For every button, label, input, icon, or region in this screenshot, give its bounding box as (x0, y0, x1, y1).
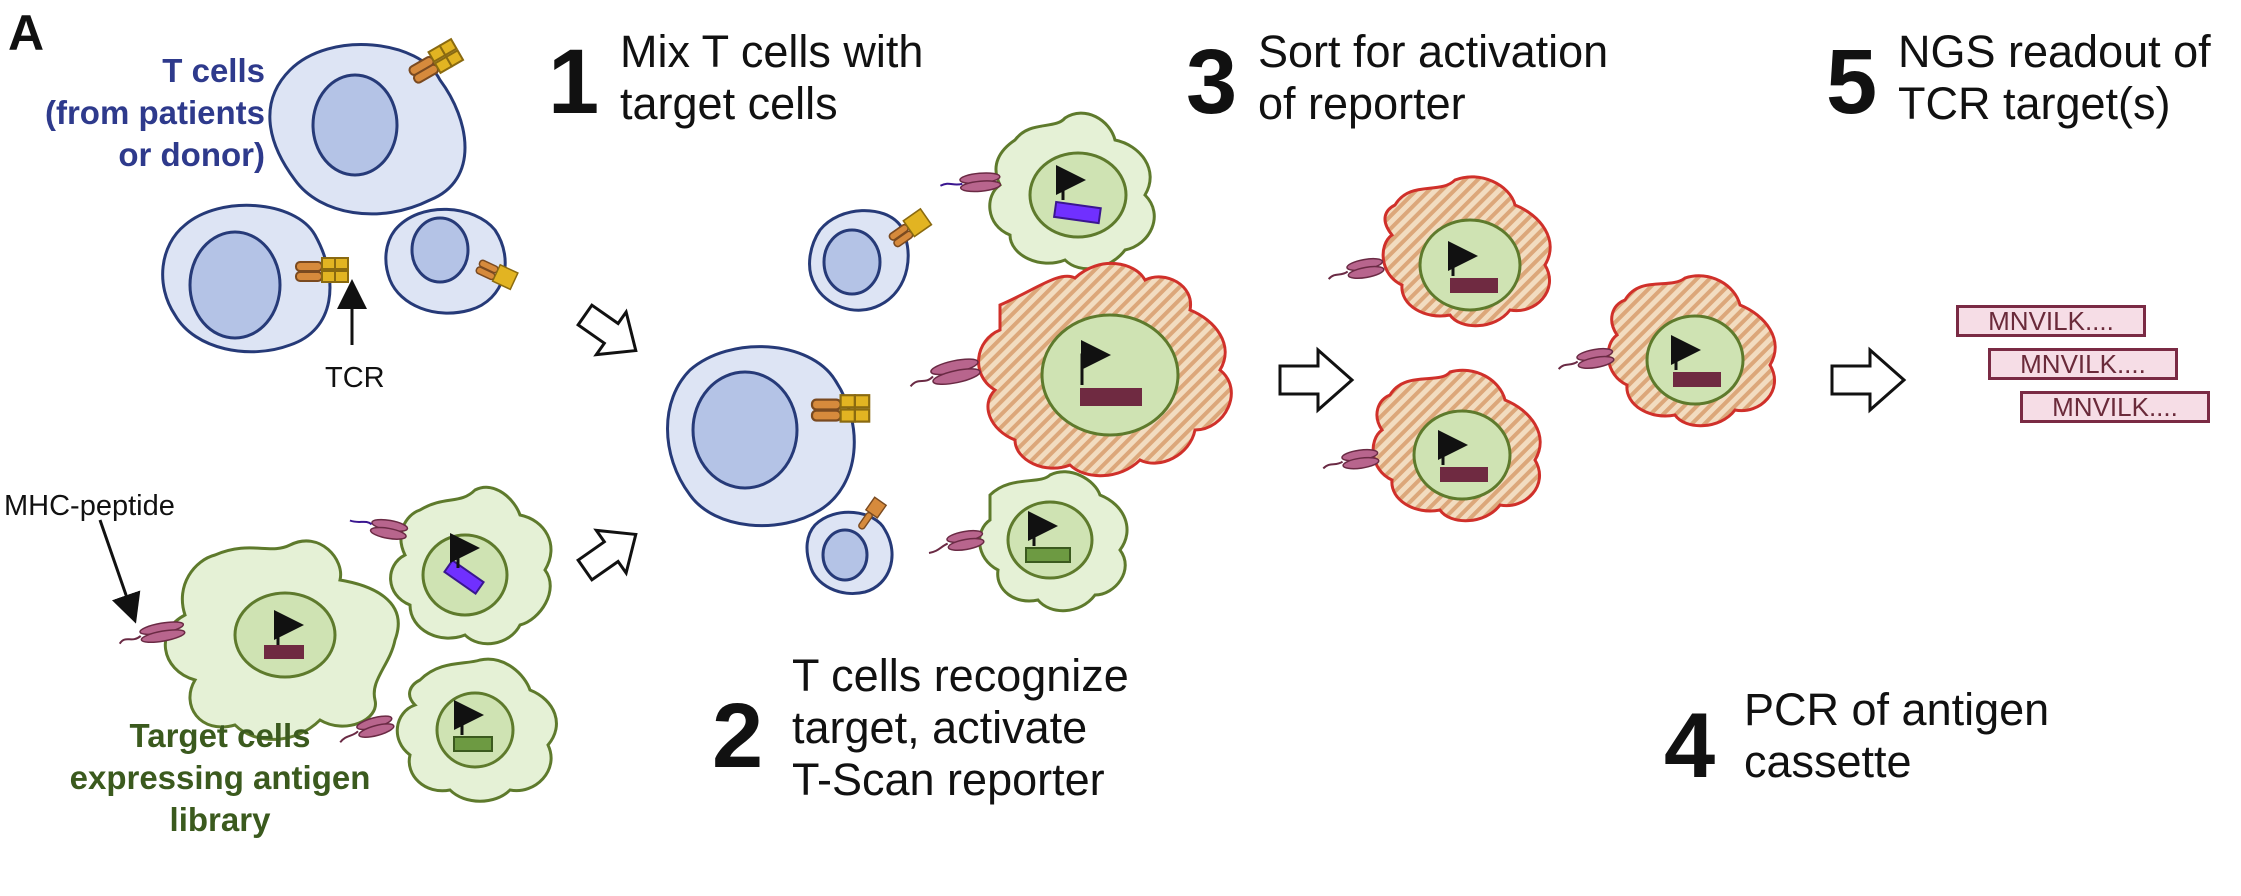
t-cells-label-line-1: T cells (162, 52, 265, 89)
step-3-line-2: of reporter (1258, 78, 1466, 129)
tcr-receptor-icon (475, 259, 519, 291)
t-cells-label: T cells (from patients or donor) (10, 50, 265, 176)
arrow-right-outline-icon (1278, 346, 1355, 414)
step-1-text: Mix T cells with target cells (620, 26, 923, 130)
target-cell-center-top (939, 111, 1156, 271)
mhc-peptide-icon (349, 518, 409, 540)
activated-cell-sorted-1 (1327, 175, 1552, 328)
step-2-number: 2 (712, 685, 764, 787)
t-cells-label-line-3: or donor) (118, 136, 265, 173)
sequence-read-3: MNVILK.... (2020, 391, 2210, 423)
t-cell-large-left (161, 203, 349, 354)
mhc-peptide-icon (1327, 257, 1385, 280)
mhc-peptide-icon (909, 358, 981, 388)
step-1-number: 1 (548, 31, 600, 133)
mhc-pointer-arrow (98, 519, 141, 624)
mhc-peptide-icon (339, 715, 395, 743)
activated-cell-sorted-2 (1322, 368, 1542, 523)
target-cells-label: Target cells expressing antigen library (60, 715, 380, 841)
step-5-line-1: NGS readout of (1898, 26, 2211, 77)
target-cells-label-line-3: library (169, 801, 271, 838)
step-3-text: Sort for activation of reporter (1258, 26, 1608, 130)
step-3-number: 3 (1186, 31, 1238, 133)
mhc-peptide-icon (939, 172, 1002, 193)
tcr-label: TCR (325, 362, 385, 394)
t-cells-label-line-2: (from patients (44, 94, 265, 131)
activated-cell-sorted-3 (1557, 274, 1777, 428)
arrow-right-outline-icon (1830, 346, 1907, 414)
tcr-receptor-icon (408, 37, 465, 84)
step-4-text: PCR of antigen cassette (1744, 684, 2049, 788)
t-cell-center-bottom (805, 496, 894, 595)
sequence-read-1: MNVILK.... (1956, 305, 2146, 337)
step-3-line-1: Sort for activation (1258, 26, 1609, 77)
panel-letter: A (8, 5, 45, 61)
target-cell-top (349, 485, 553, 646)
t-cell-center-top (808, 207, 933, 312)
step-2-line-2: target, activate (792, 702, 1088, 753)
step-5-text: NGS readout of TCR target(s) (1898, 26, 2211, 130)
target-cells-label-line-1: Target cells (129, 717, 311, 754)
step-1-line-1: Mix T cells with (620, 26, 924, 77)
step-2-text: T cells recognize target, activate T-Sca… (792, 650, 1129, 806)
target-cell-left (118, 539, 400, 741)
target-cell-center-bottom (928, 470, 1129, 613)
mhc-peptide-icon (118, 621, 186, 645)
arrow-right-outline-icon (576, 528, 638, 582)
mhc-peptide-label: MHC-peptide (4, 490, 175, 522)
mhc-peptide-icon (1557, 347, 1615, 370)
mhc-peptide-icon (1322, 448, 1380, 470)
step-4-line-2: cassette (1744, 736, 1912, 787)
t-cell-small (384, 207, 519, 315)
step-4-number: 4 (1664, 695, 1716, 797)
tcr-receptor-icon (810, 394, 871, 423)
target-cell-bottom (339, 657, 558, 803)
tcr-receptor-icon (858, 496, 888, 530)
arrow-right-outline-icon (576, 303, 638, 357)
step-2-line-1: T cells recognize (792, 650, 1129, 701)
step-5-number: 5 (1826, 31, 1878, 133)
tcr-receptor-icon (295, 257, 349, 283)
mhc-peptide-icon (928, 529, 985, 554)
target-cells-label-line-2: expressing antigen (69, 759, 371, 796)
activated-target-cell-center (909, 262, 1233, 478)
step-2-line-3: T-Scan reporter (792, 754, 1105, 805)
t-cell-large-top (268, 37, 467, 216)
tcr-receptor-icon (888, 207, 933, 248)
step-4-line-1: PCR of antigen (1744, 684, 2050, 735)
step-1-line-2: target cells (620, 78, 838, 129)
step-5-line-2: TCR target(s) (1898, 78, 2171, 129)
t-cell-center-large (666, 345, 871, 528)
sequence-read-2: MNVILK.... (1988, 348, 2178, 380)
